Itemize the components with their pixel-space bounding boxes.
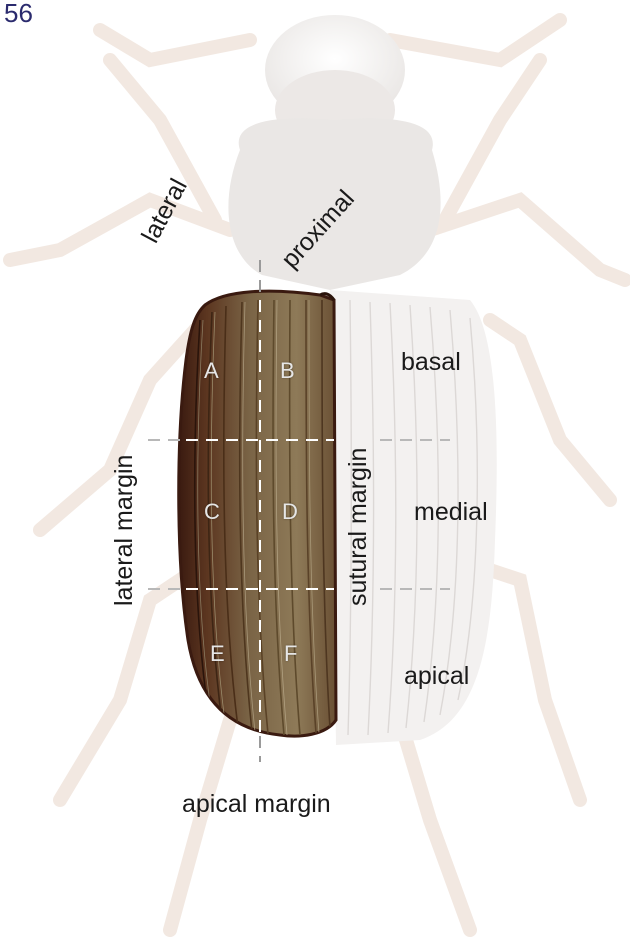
apical-margin-label: apical margin bbox=[182, 792, 331, 817]
cell-label-c: C bbox=[204, 501, 220, 523]
apical-label: apical bbox=[404, 664, 469, 689]
left-elytron bbox=[179, 291, 336, 736]
cell-label-b: B bbox=[280, 360, 295, 382]
cell-label-e: E bbox=[210, 643, 225, 665]
lateral-margin-label: lateral margin bbox=[112, 455, 137, 606]
cell-label-d: D bbox=[282, 501, 298, 523]
medial-label: medial bbox=[414, 500, 488, 525]
basal-label: basal bbox=[401, 350, 461, 375]
sutural-margin-label: sutural margin bbox=[346, 448, 371, 606]
cell-label-f: F bbox=[284, 643, 297, 665]
cell-label-a: A bbox=[204, 360, 219, 382]
